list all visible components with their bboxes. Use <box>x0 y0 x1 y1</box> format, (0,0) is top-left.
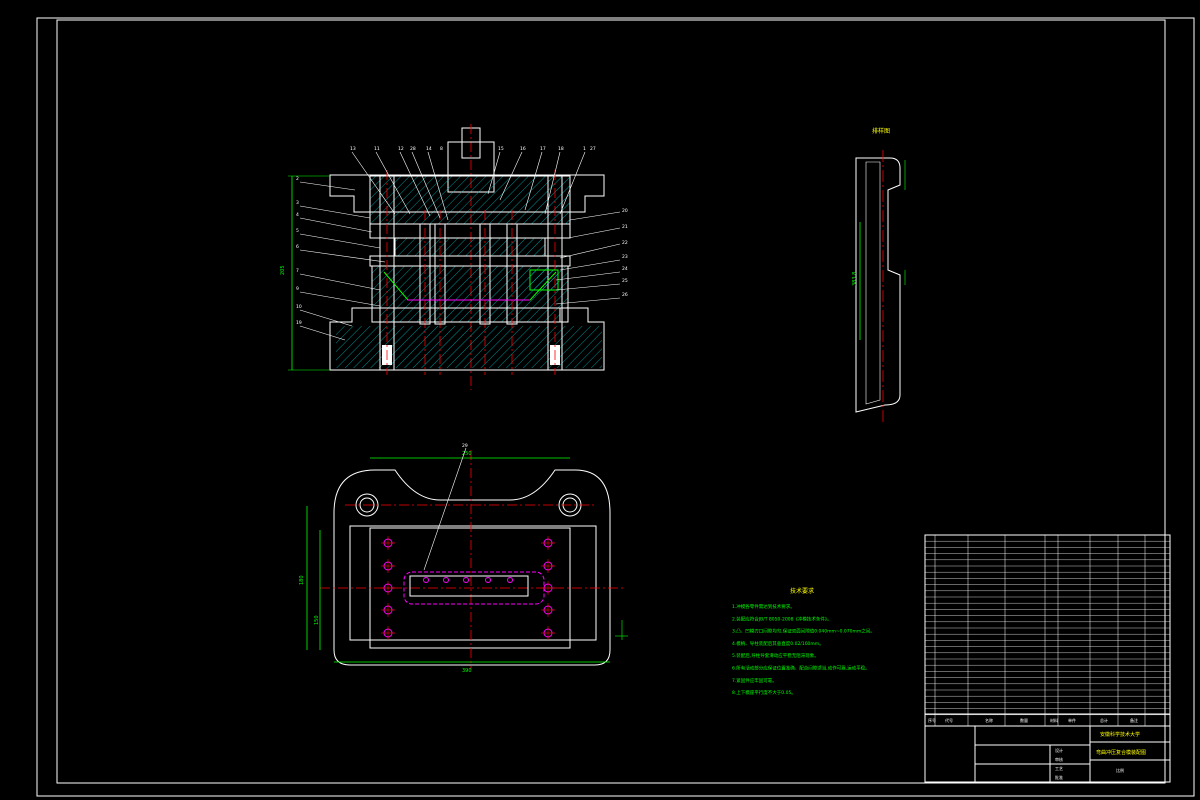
front-section-view: 20 5 <box>280 124 628 390</box>
column-header: 序号 <box>928 717 936 723</box>
part-balloon-1: 1 <box>583 146 586 152</box>
pierce-hole-icon <box>485 577 491 583</box>
note-line: 2.装配应符合JB/T 8050-2008《冲模技术条件》。 <box>732 615 832 622</box>
plan-view: 250 390 180 150 29 <box>299 443 628 674</box>
sheet-outer-border <box>36 17 1195 797</box>
part-balloon-22: 22 <box>622 240 628 246</box>
note-line: 3.凸、凹模刃口间隙均匀,保证双面间隙值0.040mm~0.070mm之间。 <box>732 628 875 635</box>
column-header: 单件 <box>1068 717 1076 723</box>
note-line: 7.紧固件应牢固可靠。 <box>732 677 777 684</box>
part-balloon-10: 10 <box>296 304 302 310</box>
part-balloon-5: 5 <box>296 228 299 234</box>
plan-left-height-inner-dim: 150 <box>314 615 320 625</box>
part-balloon-4: 4 <box>296 212 299 218</box>
part-balloon-24: 24 <box>622 266 628 272</box>
part-balloon-9: 9 <box>296 286 299 292</box>
plan-top-width-dim: 250 <box>462 451 472 457</box>
plan-left-height-dim: 180 <box>299 575 305 585</box>
part-balloon-7: 7 <box>296 268 299 274</box>
column-header: 材料 <box>1050 717 1058 723</box>
column-header: 代号 <box>945 717 953 723</box>
sign-label: 审核 <box>1055 756 1063 762</box>
part-balloon-8: 8 <box>440 146 443 152</box>
part-balloon-27: 27 <box>590 146 596 152</box>
part-balloon-6: 6 <box>296 244 299 250</box>
column-header: 总计 <box>1100 717 1108 723</box>
note-line: 5.装配后,导柱导套滑动应平稳无阻滞现象。 <box>732 652 819 659</box>
scale-label: 比例 <box>1116 767 1124 773</box>
note-line: 1.冲模各零件需达到技术要求。 <box>732 603 795 610</box>
part-balloon-19: 19 <box>296 320 302 326</box>
sign-label: 工艺 <box>1055 766 1063 771</box>
sign-label: 批准 <box>1055 774 1063 780</box>
part-view: 排样图 383.8 <box>852 127 906 425</box>
part-balloon-21: 21 <box>622 224 628 230</box>
pierce-hole-icon <box>443 577 449 583</box>
part-balloon-18: 18 <box>558 146 564 152</box>
part-balloon-23: 23 <box>622 254 628 260</box>
school-name: 安徽科学技术大学 <box>1100 731 1140 738</box>
part-balloon-2: 2 <box>296 176 299 182</box>
sign-label: 设计 <box>1055 747 1063 753</box>
column-header: 数量 <box>1020 717 1028 723</box>
note-line: 4.模柄、导柱装配后其垂直度0.02/100mm。 <box>732 640 824 647</box>
part-view-dim: 383.8 <box>852 272 858 286</box>
part-view-label: 排样图 <box>872 127 890 135</box>
pierce-hole-icon <box>507 577 513 583</box>
part-balloon-16: 16 <box>520 146 526 152</box>
note-line: 6.所有活动部分应保证位置准确、配合间隙适当,动作可靠,运动平稳。 <box>732 665 870 672</box>
part-balloon-26: 26 <box>622 292 628 298</box>
part-balloon-14: 14 <box>426 146 432 152</box>
part-balloon-25: 25 <box>622 278 628 284</box>
front-overall-height-dim: 205 <box>280 265 286 275</box>
part-balloon-20: 20 <box>622 208 628 214</box>
title-block: 序号代号名称数量材料单件总计备注 安徽科学技术大学 弯曲冲压复合模装配图 比例 … <box>924 534 1171 783</box>
column-header: 名称 <box>985 717 993 723</box>
notes-title: 技术要求 <box>790 587 814 595</box>
part-balloon-17: 17 <box>540 146 546 152</box>
column-header: 备注 <box>1130 717 1138 723</box>
part-balloon-12: 12 <box>398 146 404 152</box>
sheet-inner-border <box>56 19 1166 784</box>
part-balloon-28: 28 <box>410 146 416 152</box>
part-balloon-11: 11 <box>374 146 380 152</box>
pierce-hole-icon <box>423 577 429 583</box>
drawing-name: 弯曲冲压复合模装配图 <box>1096 749 1146 756</box>
part-balloon-15: 15 <box>498 146 504 152</box>
technical-notes: 技术要求 1.冲模各零件需达到技术要求。 2.装配应符合JB/T 8050-200… <box>732 587 875 696</box>
part-balloon-13: 13 <box>350 146 356 152</box>
note-line: 8.上下模座平行度不大于0.05。 <box>732 689 796 696</box>
part-balloon-3: 3 <box>296 200 299 206</box>
plan-overall-width-dim: 390 <box>462 668 472 674</box>
plan-balloon: 29 <box>462 443 468 449</box>
pierce-hole-icon <box>463 577 469 583</box>
